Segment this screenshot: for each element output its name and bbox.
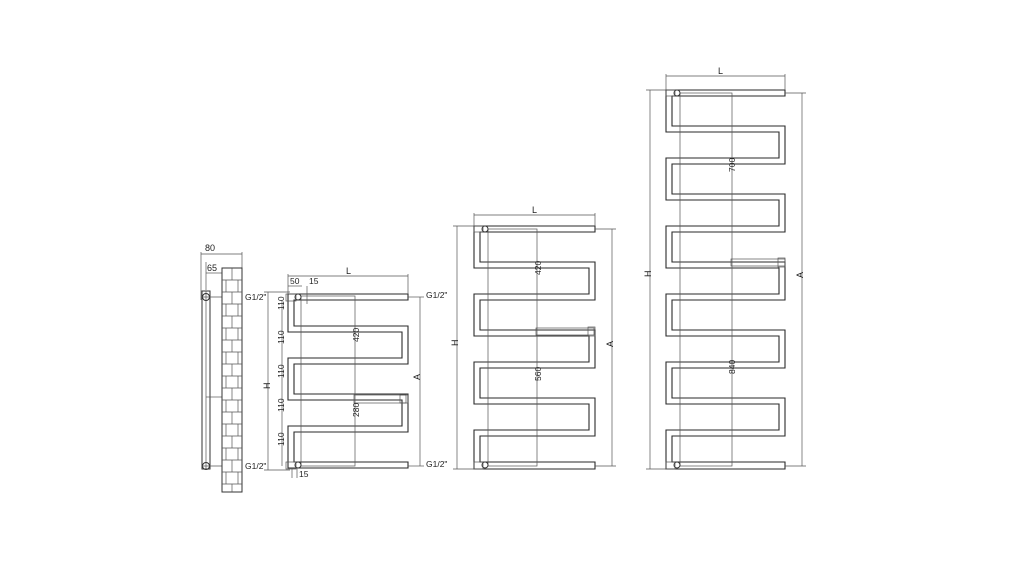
- medium-dim-560-label: 560: [533, 367, 543, 381]
- large-width-label: L: [718, 66, 723, 76]
- large-connector-bottom-icon: [673, 461, 681, 469]
- small-height-label: H: [262, 383, 272, 390]
- small-connector-top-icon: [294, 293, 302, 301]
- medium-connector-bottom-icon: [481, 461, 489, 469]
- small-connector-bottom-label: G1/2": [426, 459, 447, 469]
- large-dim-700-label: 700: [727, 158, 737, 172]
- side-connector-bottom-label: G1/2": [245, 461, 266, 471]
- medium-inner-tube: [487, 228, 538, 467]
- large-serpentine-tube: [665, 89, 786, 470]
- small-serpentine-tube: [287, 293, 409, 469]
- radiator-large: H L 700 840 A: [643, 66, 806, 470]
- small-offset-15-top-label: 15: [309, 276, 319, 286]
- large-connector-top-icon: [673, 89, 681, 97]
- medium-connector-top-icon: [481, 225, 489, 233]
- small-inner-tube: [300, 295, 356, 467]
- small-offset-15-bottom-label: 15: [299, 469, 309, 479]
- small-spacing-2-label: 110: [276, 330, 286, 344]
- medium-dim-420-label: 420: [533, 261, 543, 275]
- small-spacing-3-label: 110: [276, 364, 286, 378]
- medium-axis-label: A: [605, 341, 615, 347]
- small-axis-label: A: [412, 374, 422, 380]
- medium-width-label: L: [532, 205, 537, 215]
- medium-height-label: H: [450, 340, 460, 347]
- small-connector-bottom-icon: [294, 461, 302, 469]
- small-dim-420-label: 420: [351, 328, 361, 342]
- large-dim-840-label: 840: [727, 360, 737, 374]
- small-connector-top-label: G1/2": [426, 290, 447, 300]
- large-inner-tube: [679, 92, 733, 467]
- large-height-label: H: [643, 271, 653, 278]
- radiator-small: H 110 110 110 110 110 L 50 15 15 420 280: [262, 266, 447, 479]
- depth-65-label: 65: [207, 263, 217, 273]
- side-connector-top-label: G1/2": [245, 292, 266, 302]
- small-spacing-4-label: 110: [276, 398, 286, 412]
- side-view: 80 65 G1/2" G1/2": [200, 243, 266, 493]
- small-width-label: L: [346, 266, 351, 276]
- large-axis-label: A: [795, 272, 805, 278]
- small-spacing-5-label: 110: [276, 432, 286, 446]
- small-spacing-1-label: 110: [276, 296, 286, 310]
- small-dim-280-label: 280: [351, 403, 361, 417]
- radiator-medium: H L 420 560 A: [450, 205, 616, 470]
- small-offset-50-label: 50: [290, 276, 300, 286]
- depth-80-label: 80: [205, 243, 215, 253]
